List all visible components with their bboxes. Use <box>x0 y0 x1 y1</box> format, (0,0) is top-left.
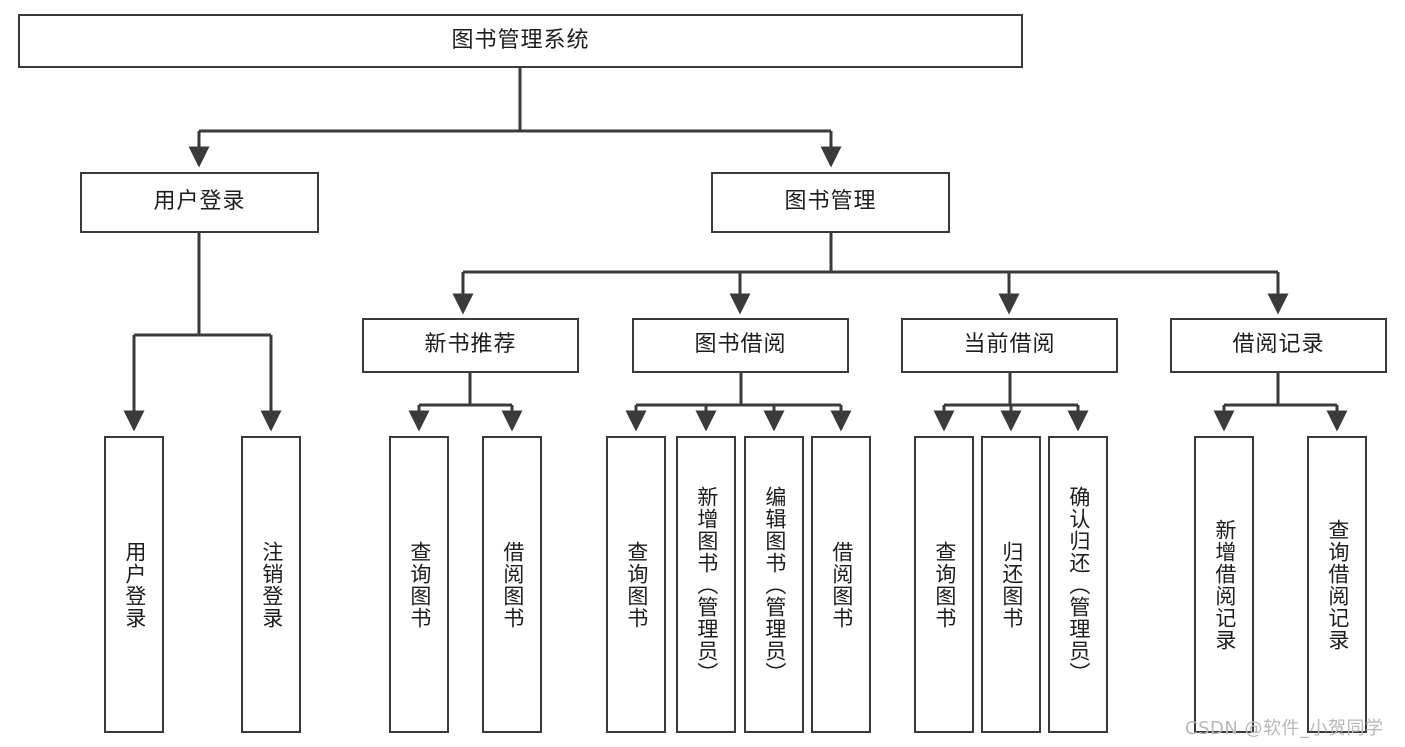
node-borrow-records[interactable]: 借阅记录 <box>1170 318 1387 373</box>
leaf-borrow-query-book[interactable]: 查询图书 <box>606 436 666 733</box>
leaf-current-return-book[interactable]: 归还图书 <box>981 436 1041 733</box>
leaf-borrow-borrow-book[interactable]: 借阅图书 <box>811 436 871 733</box>
node-user-login[interactable]: 用户登录 <box>80 172 319 233</box>
node-new-book-recommend[interactable]: 新书推荐 <box>362 318 579 373</box>
node-book-borrow[interactable]: 图书借阅 <box>632 318 849 373</box>
node-label: 注销登录 <box>259 540 284 629</box>
leaf-borrow-edit-book-admin[interactable]: 编辑图书（管理员） <box>744 436 804 733</box>
node-label: 归还图书 <box>999 540 1024 629</box>
node-label: 新增借阅记录 <box>1212 518 1237 651</box>
leaf-current-confirm-return-admin[interactable]: 确认归还（管理员） <box>1048 436 1108 733</box>
leaf-user-login-signout[interactable]: 注销登录 <box>241 436 301 733</box>
node-label: 当前借阅 <box>963 332 1056 358</box>
node-label: 用户登录 <box>122 540 147 629</box>
node-label: 借阅图书 <box>500 540 525 629</box>
node-label: 图书管理 <box>784 189 877 215</box>
leaf-current-query-book[interactable]: 查询图书 <box>914 436 974 733</box>
leaf-records-add-record[interactable]: 新增借阅记录 <box>1194 436 1254 733</box>
leaf-new-book-query[interactable]: 查询图书 <box>389 436 449 733</box>
leaf-records-query-record[interactable]: 查询借阅记录 <box>1307 436 1367 733</box>
node-label: 编辑图书（管理员） <box>762 485 787 684</box>
node-book-management[interactable]: 图书管理 <box>711 172 950 233</box>
node-label: 借阅图书 <box>829 540 854 629</box>
csdn-watermark: CSDN @软件_小贺同学 <box>1185 718 1384 739</box>
node-label: 借阅记录 <box>1232 332 1325 358</box>
leaf-borrow-add-book-admin[interactable]: 新增图书（管理员） <box>676 436 736 733</box>
leaf-new-book-borrow[interactable]: 借阅图书 <box>482 436 542 733</box>
node-label: 新书推荐 <box>424 332 517 358</box>
node-label: 图书借阅 <box>694 332 787 358</box>
node-label: 新增图书（管理员） <box>694 485 719 684</box>
node-label: 图书管理系统 <box>451 27 590 53</box>
node-label: 查询借阅记录 <box>1325 518 1350 651</box>
node-root-system[interactable]: 图书管理系统 <box>18 14 1023 68</box>
node-label: 确认归还（管理员） <box>1066 485 1091 684</box>
node-label: 用户登录 <box>153 189 246 215</box>
node-current-borrow[interactable]: 当前借阅 <box>901 318 1118 373</box>
node-label: 查询图书 <box>624 540 649 629</box>
node-label: 查询图书 <box>407 540 432 629</box>
leaf-user-login-signin[interactable]: 用户登录 <box>104 436 164 733</box>
node-label: 查询图书 <box>932 540 957 629</box>
